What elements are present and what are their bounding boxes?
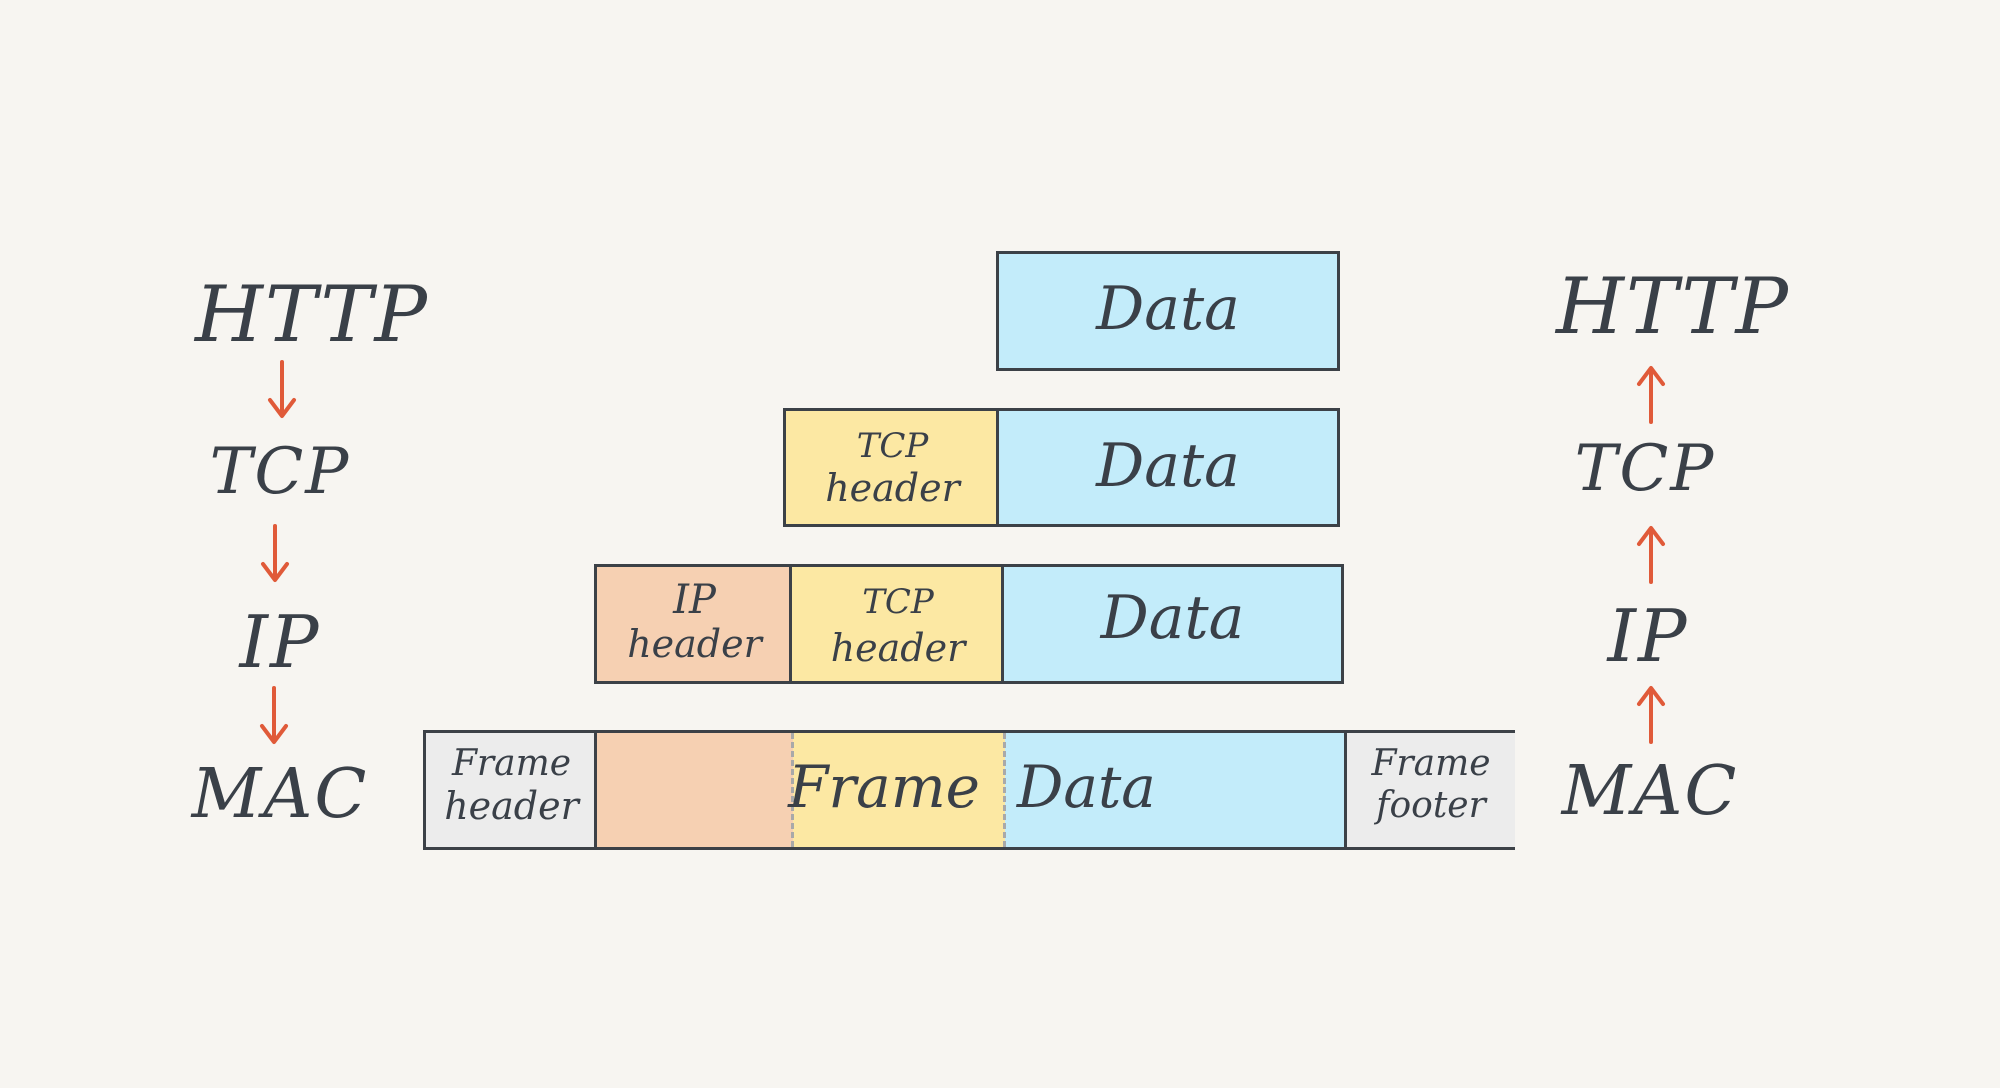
frame-header-label-line1: Frame	[451, 743, 572, 784]
frame-footer-divider	[1344, 733, 1347, 847]
http-data-label: Data	[1096, 274, 1240, 344]
left-label-tcp: TCP	[209, 435, 351, 509]
frame-footer-label-line1: Frame	[1371, 743, 1491, 784]
ip-header-segment: IP header	[597, 567, 792, 681]
frame-header-segment: Frame header	[426, 733, 597, 847]
ip-data-label: Data	[1100, 583, 1245, 653]
frame-footer-label-line2: footer	[1376, 785, 1486, 826]
mac-frame: Frame header Frame Data Frame footer	[423, 730, 1515, 850]
right-label-http: HTTP	[1556, 262, 1791, 352]
frame-data-tcp-part	[793, 733, 1005, 847]
ip-header-divider	[789, 567, 792, 681]
ip-header-label-line1: IP	[673, 577, 716, 623]
tcp-header-segment: TCP header	[792, 567, 1004, 681]
left-label-http: HTTP	[195, 270, 430, 360]
right-arrow-up-icon	[1637, 526, 1665, 584]
right-label-tcp: TCP	[1574, 432, 1716, 506]
ip-header-label-line2: header	[627, 622, 762, 666]
frame-data-divider-dashed	[1003, 733, 1006, 847]
frame-data-divider-dashed	[791, 733, 794, 847]
right-arrow-up-icon	[1637, 686, 1665, 744]
ip-packet: IP header TCP header Data	[594, 564, 1344, 684]
tcp-header-label-line2: header	[825, 466, 960, 510]
frame-data-ip-part	[597, 733, 793, 847]
tcp-data-label: Data	[1096, 431, 1240, 501]
right-arrow-up-icon	[1637, 366, 1665, 424]
right-label-ip: IP	[1607, 594, 1689, 678]
left-arrow-down-icon	[268, 360, 296, 418]
tcp-header-segment: TCP header	[786, 411, 999, 524]
frame-footer-segment: Frame footer	[1347, 733, 1515, 847]
left-arrow-down-icon	[260, 686, 288, 744]
frame-header-label-line2: header	[444, 784, 579, 828]
right-label-mac: MAC	[1561, 752, 1739, 831]
http-packet: Data	[996, 251, 1340, 371]
tcp-header-label-line2: header	[830, 626, 966, 670]
tcp-header-label-line1: TCP	[856, 426, 929, 466]
left-arrow-down-icon	[261, 524, 289, 582]
tcp-header-divider	[1001, 567, 1004, 681]
tcp-header-divider	[996, 411, 999, 524]
frame-data-label: Frame Data	[788, 753, 1156, 821]
left-label-ip: IP	[239, 600, 321, 684]
tcp-segment: TCP header Data	[783, 408, 1340, 527]
left-label-mac: MAC	[191, 755, 369, 834]
frame-header-divider	[594, 733, 597, 847]
tcp-header-label-line1: TCP	[862, 582, 934, 622]
